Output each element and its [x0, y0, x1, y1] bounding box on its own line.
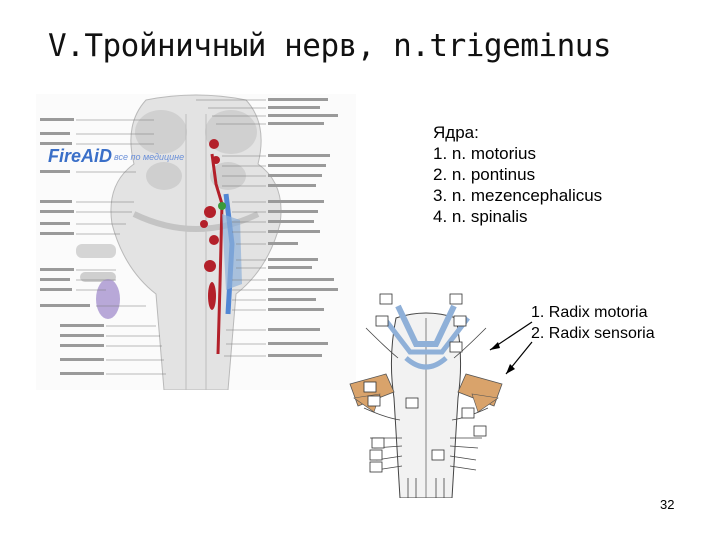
root-item: 2. Radix sensoria — [531, 325, 655, 342]
brainstem-nuclei-figure — [36, 94, 356, 390]
nerve-roots-figure — [346, 288, 506, 498]
watermark-brand: FireAiD — [48, 146, 113, 166]
nucleus-item: 2. n. pontinus — [433, 165, 536, 184]
nucleus-item: 1. n. motorius — [433, 144, 537, 163]
nuclei-list: Ядра: 1. n. motorius 2. n. pontinus 3. n… — [433, 122, 703, 227]
roots-list: 1. Radix motoria 2. Radix sensoria — [531, 302, 711, 344]
root-item: 1. Radix motoria — [531, 304, 648, 321]
page-number: 32 — [660, 497, 675, 512]
nuclei-heading: Ядра: — [433, 123, 479, 142]
nucleus-item: 4. n. spinalis — [433, 207, 528, 226]
slide-title: V.Тройничный нерв, n.trigeminus — [48, 28, 612, 64]
watermark-tagline: все по медицине — [114, 152, 185, 163]
nucleus-item: 3. n. mezencephalicus — [433, 186, 603, 205]
root-arrows — [489, 321, 533, 375]
